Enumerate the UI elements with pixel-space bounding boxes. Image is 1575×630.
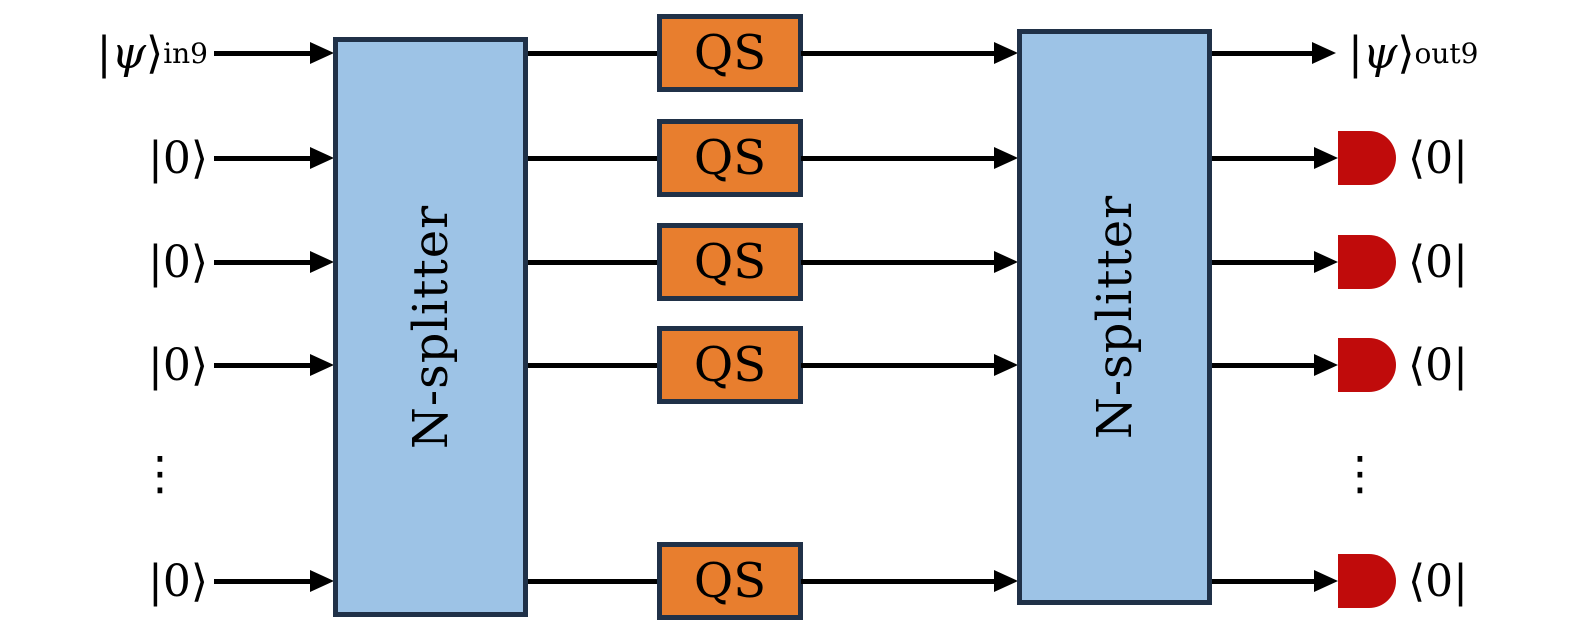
arrowhead-icon [994,147,1018,169]
qs-gate: QS [657,119,803,197]
ket-bracket: ⟩ [1397,27,1415,79]
qs-gate: QS [657,326,803,404]
arrowhead-icon [994,570,1018,592]
qs-gate-label: QS [693,130,767,186]
zero-bra: ⟨0| [1408,555,1468,607]
arrowhead-icon [310,251,334,273]
qs-gate-label: QS [693,553,767,609]
mid-wire [801,363,996,368]
qs-gate: QS [657,542,803,620]
qs-gate-label: QS [693,234,767,290]
zero-ket: |0⟩ [148,339,208,391]
output-wire [1210,156,1316,161]
vertical-ellipsis: ⋮ [1337,446,1383,500]
psi-symbol: ψ [1362,27,1398,79]
psi-symbol: ψ [111,27,147,79]
input-zero-ket-label: |0⟩ [0,230,208,294]
n-splitter-right-label: N-splitter [1086,194,1143,440]
zero-bra-label: ⟨0| [1408,230,1518,294]
qs-gate-label: QS [693,337,767,393]
output-wire [1210,579,1316,584]
arrowhead-icon [994,354,1018,376]
qs-gate: QS [657,14,803,92]
input-wire [214,51,312,56]
mid-wire [801,579,996,584]
input-zero-ket-label: |0⟩ [0,126,208,190]
vertical-ellipsis-right: ⋮ [1328,440,1392,506]
mid-wire [801,260,996,265]
mid-wire [801,156,996,161]
n-splitter-right: N-splitter [1017,29,1212,605]
zero-ket: |0⟩ [148,236,208,288]
zero-ket: |0⟩ [148,132,208,184]
output-wire [1210,51,1314,56]
arrowhead-icon [1314,251,1338,273]
input-zero-ket-label: |0⟩ [0,333,208,397]
arrowhead-icon [310,42,334,64]
mid-wire [526,579,659,584]
mid-wire [526,260,659,265]
zero-bra-label: ⟨0| [1408,549,1518,613]
input-wire [214,260,312,265]
arrowhead-icon [994,251,1018,273]
arrowhead-icon [1314,147,1338,169]
mid-wire [526,156,659,161]
zero-ket: |0⟩ [148,555,208,607]
qs-gate-label: QS [693,25,767,81]
photon-detector-icon [1338,338,1396,392]
mid-wire [801,51,996,56]
input-zero-ket-label: |0⟩ [0,549,208,613]
vertical-ellipsis-left: ⋮ [128,440,192,506]
output-state-label: |ψ⟩out9 [1348,21,1575,85]
ket-bracket: ⟩ [146,27,164,79]
input-state-label: |ψ⟩in9 [0,21,208,85]
arrowhead-icon [1314,354,1338,376]
ket-bar: | [96,27,112,79]
arrowhead-icon [310,570,334,592]
photon-detector-icon [1338,131,1396,185]
n-splitter-left: N-splitter [333,37,528,617]
input-wire [214,156,312,161]
output-subscript: out9 [1414,36,1479,70]
photon-detector-icon [1338,235,1396,289]
arrowhead-icon [310,147,334,169]
arrowhead-icon [310,354,334,376]
mid-wire [526,363,659,368]
zero-bra: ⟨0| [1408,132,1468,184]
output-wire [1210,363,1316,368]
zero-bra: ⟨0| [1408,236,1468,288]
arrowhead-icon [1314,570,1338,592]
zero-bra: ⟨0| [1408,339,1468,391]
vertical-ellipsis: ⋮ [137,446,183,500]
input-wire [214,363,312,368]
qs-gate: QS [657,223,803,301]
input-wire [214,579,312,584]
n-splitter-left-label: N-splitter [402,204,459,450]
zero-bra-label: ⟨0| [1408,333,1518,397]
input-subscript: in9 [163,36,208,70]
arrowhead-icon [1312,42,1336,64]
zero-bra-label: ⟨0| [1408,126,1518,190]
arrowhead-icon [994,42,1018,64]
mid-wire [526,51,659,56]
output-wire [1210,260,1316,265]
photon-detector-icon [1338,554,1396,608]
ket-bar: | [1348,27,1363,79]
